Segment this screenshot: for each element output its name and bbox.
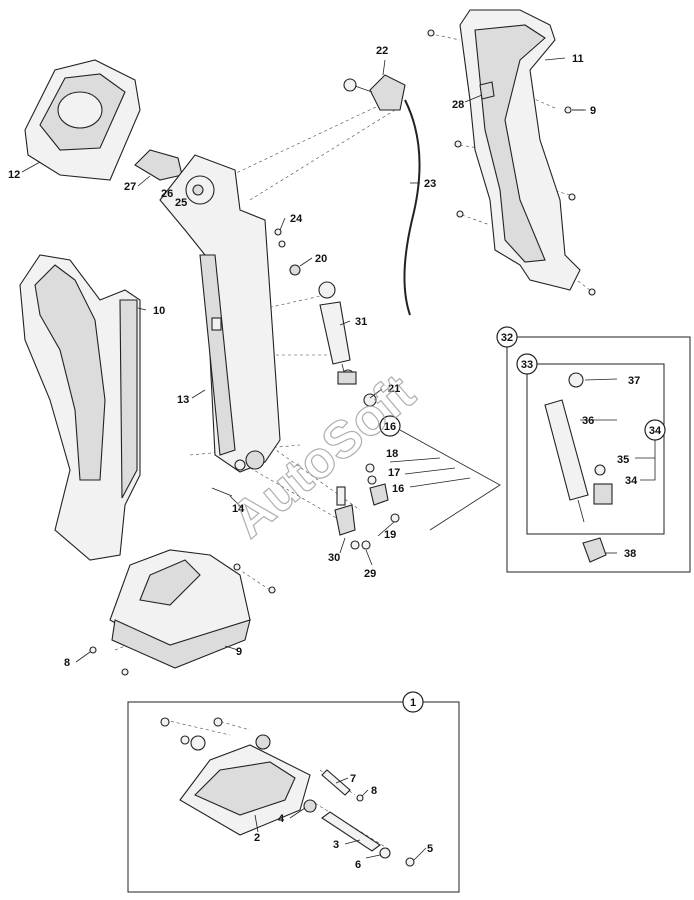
label-8: 8	[371, 785, 377, 797]
part-number-labels: 12 27 26 25 22 23 11 9 28 24 20 10 13 31…	[8, 45, 640, 871]
label-25: 24	[290, 213, 303, 225]
label-2: 2	[254, 832, 260, 844]
part-32-gas-spring	[318, 281, 357, 385]
label-9-bottom: 8	[64, 657, 70, 669]
label-14: 13	[177, 394, 189, 406]
callout-33-circle: 33	[521, 359, 533, 371]
label-22: 21	[388, 383, 400, 395]
detail-box-32	[506, 336, 691, 573]
label-15: 14	[232, 503, 245, 515]
part-11-side-cover	[19, 254, 141, 561]
label-30: 29	[364, 568, 376, 580]
part-14-column-bracket	[159, 154, 281, 473]
label-7: 7	[350, 773, 356, 785]
label-19: 18	[386, 448, 398, 460]
label-10: 9	[236, 646, 242, 658]
label-27: 26	[161, 188, 173, 200]
label-28: 27	[124, 181, 136, 193]
screws	[89, 29, 596, 676]
label-13: 12	[8, 169, 20, 181]
circled-callouts: 32 33 34 16 1	[379, 326, 666, 713]
label-21: 20	[315, 253, 327, 265]
label-23: 22	[376, 45, 388, 57]
label-37: 36	[582, 415, 594, 427]
part-28-handle	[134, 149, 183, 181]
part-12-rear-cover	[459, 9, 581, 291]
label-leaders	[21, 57, 618, 861]
label-11: 10	[153, 305, 165, 317]
label-39: 38	[624, 548, 636, 560]
label-32: 31	[355, 316, 367, 328]
label-12: 11	[572, 53, 584, 65]
label-17: 16	[392, 483, 404, 495]
callout-34-circle: 34	[649, 425, 662, 437]
part-23-lever-and-24-cable	[343, 74, 421, 316]
bracket-leaders	[389, 429, 656, 531]
label-38: 37	[628, 375, 640, 387]
label-6: 6	[355, 859, 361, 871]
label-4: 4	[278, 813, 285, 825]
label-29: 28	[452, 99, 464, 111]
detail-box-1	[127, 701, 460, 893]
callout-32-circle: 32	[501, 332, 513, 344]
part-13-top-cover	[24, 59, 141, 181]
label-3: 3	[333, 839, 339, 851]
callout-1-circle: 1	[410, 697, 416, 709]
label-26: 25	[175, 197, 187, 209]
label-24: 23	[424, 178, 436, 190]
label-5: 5	[427, 843, 433, 855]
label-20: 19	[384, 529, 396, 541]
label-31: 30	[328, 552, 340, 564]
label-36: 35	[617, 454, 629, 466]
label-18: 17	[388, 467, 400, 479]
callout-16-circle: 16	[384, 421, 396, 433]
part-10-base-housing	[109, 549, 251, 669]
label-35: 34	[625, 475, 638, 487]
label-9-top: 9	[590, 105, 596, 117]
